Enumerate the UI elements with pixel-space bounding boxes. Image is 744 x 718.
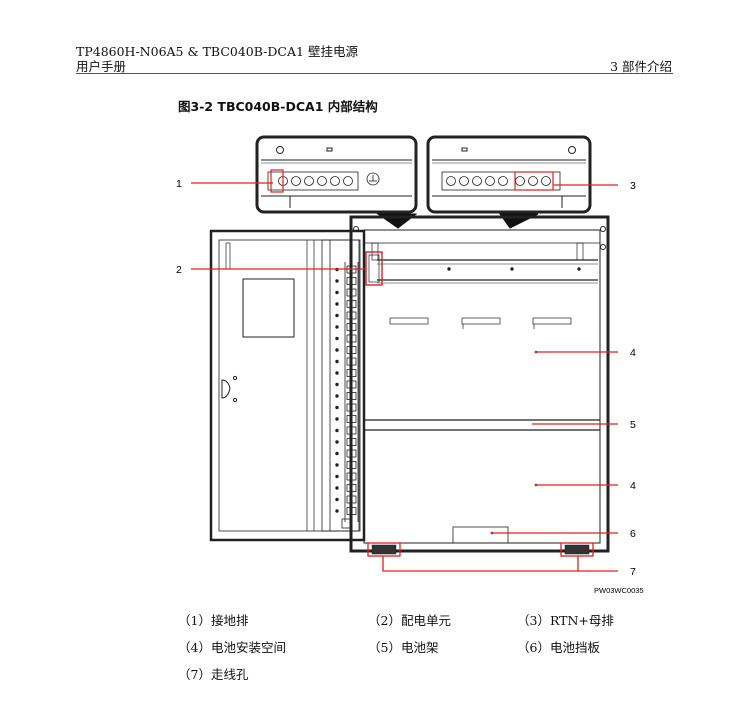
- breaker-indicator-dot: [335, 497, 339, 502]
- breaker-indicator-dot: [335, 405, 339, 410]
- legend-item-1: （1）接地排: [178, 613, 248, 629]
- callout-1: 1: [176, 178, 182, 190]
- callout-line-7: [382, 556, 579, 572]
- legend-label-5: 电池架: [400, 640, 439, 655]
- zoom-detail-right: [426, 135, 592, 214]
- header-product: TP4860H-N06A5 & TBC040B-DCA1 壁挂电源: [76, 44, 358, 59]
- legend-item-4: （4）电池安装空间: [178, 640, 286, 656]
- legend-label-3: RTN+母排: [549, 613, 614, 628]
- breaker-indicator-dot: [335, 463, 339, 467]
- callout-6: 6: [630, 528, 636, 540]
- legend-num-2: （2）: [368, 613, 401, 628]
- breaker-indicator-dot: [335, 371, 339, 375]
- legend-num-1: （1）: [178, 613, 211, 628]
- figure-caption: 图3-2 TBC040B-DCA1 内部结构: [178, 99, 378, 114]
- cabinet-body: [349, 215, 610, 555]
- breaker-indicator-dot: [335, 440, 339, 444]
- callout-7: 7: [630, 566, 636, 578]
- legend-label-2: 配电单元: [400, 613, 451, 628]
- breaker-indicator-dot: [335, 336, 339, 341]
- breaker-indicator-dot: [335, 451, 339, 456]
- breaker-indicator-dot: [335, 417, 339, 421]
- breaker-indicator-dot: [335, 486, 339, 490]
- callout-4b: 4: [630, 480, 636, 492]
- legend-num-6: （6）: [517, 640, 550, 655]
- legend-item-3: （3）RTN+母排: [517, 613, 614, 629]
- callout-4a: 4: [630, 347, 636, 359]
- legend-num-4: （4）: [178, 640, 211, 655]
- legend-item-2: （2）配电单元: [368, 613, 451, 629]
- legend-item-7: （7）走线孔: [178, 667, 248, 683]
- breaker-indicator-dot: [335, 290, 339, 295]
- breaker-indicator-dot: [335, 382, 339, 387]
- legend-item-6: （6）电池挡板: [517, 640, 600, 656]
- cabinet-door: [209, 229, 366, 542]
- breaker-indicator-dot: [335, 394, 339, 398]
- legend-label-6: 电池挡板: [549, 640, 600, 655]
- callout-5: 5: [630, 419, 636, 431]
- legend-label-4: 电池安装空间: [210, 640, 286, 655]
- breaker-indicator-dot: [335, 428, 339, 433]
- breaker-indicator-dot: [335, 313, 339, 318]
- breaker-indicator-dot: [335, 325, 339, 329]
- legend-num-5: （5）: [368, 640, 401, 655]
- callout-2: 2: [176, 264, 182, 276]
- callout-3: 3: [630, 180, 636, 192]
- breaker-indicator-dot: [335, 348, 339, 352]
- cable-hole-highlight-right: [560, 542, 594, 557]
- distribution-strip: [321, 239, 361, 532]
- header-chapter: 3 部件介绍: [610, 59, 672, 74]
- figure-code: PW03WC0035: [594, 586, 644, 595]
- cable-hole-highlight-left: [367, 542, 401, 557]
- legend-item-5: （5）电池架: [368, 640, 438, 656]
- legend-num-7: （7）: [178, 667, 211, 682]
- header-divider: [76, 73, 673, 74]
- breaker-indicator-dot: [335, 509, 339, 513]
- breaker-indicator-dot: [335, 359, 339, 364]
- header-manual: 用户手册: [76, 59, 127, 74]
- breaker-indicator-dot: [335, 474, 339, 479]
- breaker-indicator-dot: [335, 302, 339, 306]
- legend-label-1: 接地排: [210, 613, 249, 628]
- zoom-detail-left: [255, 135, 418, 214]
- legend-label-7: 走线孔: [210, 667, 249, 682]
- legend-num-3: （3）: [517, 613, 550, 628]
- breaker-indicator-dot: [335, 279, 339, 283]
